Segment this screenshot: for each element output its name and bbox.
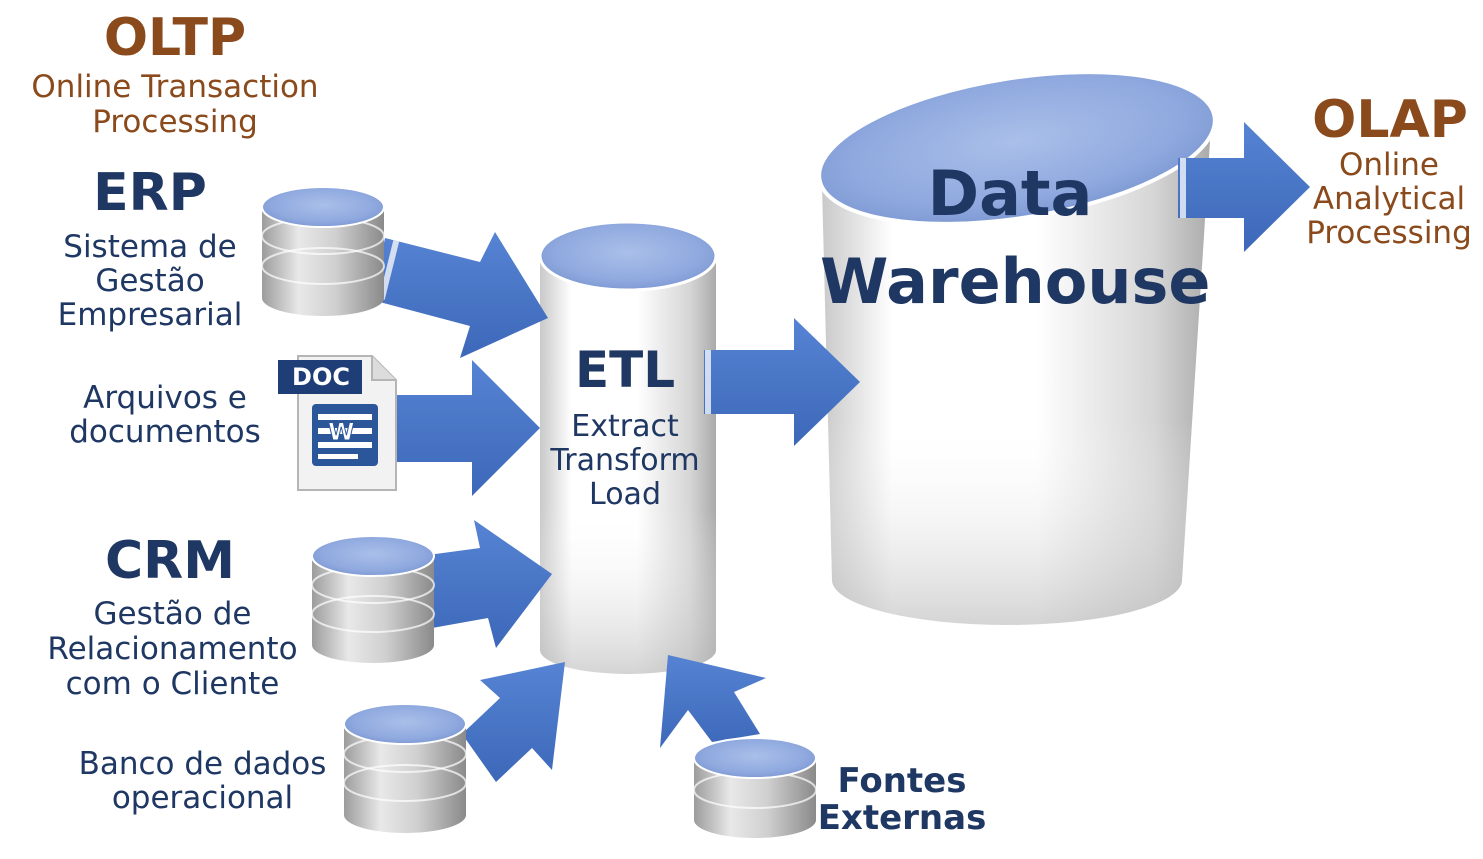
crm-title: CRM [105, 531, 235, 591]
olap-title: OLAP [1312, 90, 1468, 150]
database-icon [343, 703, 467, 833]
olap-subtitle: Online Analytical Processing [1306, 147, 1472, 251]
arrow-warehouse-to-olap [1178, 122, 1310, 252]
word-document-icon: W [278, 355, 397, 491]
data-warehouse-cylinder [817, 70, 1217, 625]
oltp-subtitle: Online Transaction Processing [31, 69, 319, 140]
arquivos-label: Arquivos e documentos [69, 380, 261, 450]
arrow-banco-to-etl [462, 662, 565, 782]
arrow-erp-to-etl [372, 232, 548, 358]
arrow-docs-to-etl [382, 360, 540, 496]
database-icon [311, 535, 435, 663]
fontes-externas-label: Fontes Externas [817, 761, 987, 838]
etl-title: ETL [574, 341, 676, 399]
erp-subtitle: Sistema de Gestão Empresarial [57, 229, 243, 333]
oltp-title: OLTP [103, 8, 247, 68]
arrow-fontes-to-etl [660, 655, 766, 748]
arrow-etl-to-warehouse [704, 318, 860, 446]
etl-cylinder [538, 220, 718, 674]
database-icon [693, 737, 817, 838]
banco-label: Banco de dados operacional [78, 746, 327, 816]
database-icon [261, 186, 385, 316]
data-warehouse-title: Data Warehouse [820, 157, 1211, 318]
crm-subtitle: Gestão de Relacionamento com o Cliente [47, 596, 298, 702]
doc-icon-label: DOC [292, 363, 350, 391]
etl-subtitle: Extract Transform Load [550, 409, 700, 512]
erp-title: ERP [93, 163, 207, 223]
arrow-crm-to-etl [428, 520, 552, 648]
svg-text:W: W [328, 418, 354, 446]
